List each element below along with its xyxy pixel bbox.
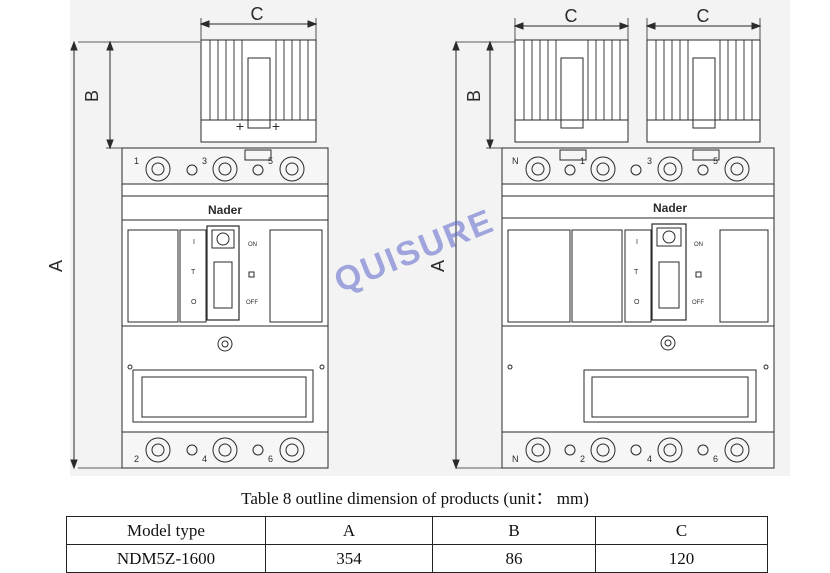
dimension-c-label-right-2: C bbox=[697, 6, 710, 26]
table-header-row: Model type A B C bbox=[66, 516, 768, 545]
table-caption: Table 8 outline dimension of products (u… bbox=[241, 489, 589, 508]
switch-i-label-right: I bbox=[636, 239, 638, 246]
dimension-table: Model type A B C NDM5Z-1600 354 86 120 bbox=[66, 516, 768, 573]
header-a: A bbox=[265, 516, 433, 545]
dimension-b-label: B bbox=[82, 90, 102, 102]
header-c: C bbox=[595, 516, 768, 545]
dimension-a-label-right: A bbox=[428, 260, 448, 272]
switch-o-label-right: O bbox=[634, 299, 640, 306]
table-row: NDM5Z-1600 354 86 120 bbox=[66, 544, 768, 573]
dimension-a-label: A bbox=[46, 260, 66, 272]
terminal-5-label-right: 5 bbox=[713, 156, 718, 166]
terminal-2-label-right: 2 bbox=[580, 454, 585, 464]
switch-on-label: ON bbox=[248, 242, 257, 248]
terminal-n-label-top: N bbox=[512, 156, 519, 166]
switch-i-label: I bbox=[193, 239, 195, 246]
brand-logo-right: Nader bbox=[653, 201, 687, 215]
breaker-3pole: A B C + + bbox=[46, 4, 329, 470]
svg-text:+: + bbox=[236, 118, 244, 134]
switch-t-label-right: T bbox=[634, 269, 639, 276]
dimension-c-label-right-1: C bbox=[565, 6, 578, 26]
brand-logo: Nader bbox=[208, 203, 242, 217]
dimension-b-label-right: B bbox=[464, 90, 484, 102]
terminal-4-label: 4 bbox=[202, 454, 207, 464]
breaker-4pole: A B C C bbox=[428, 6, 775, 470]
switch-off-label: OFF bbox=[246, 300, 258, 306]
terminal-n-label-bottom: N bbox=[512, 454, 519, 464]
switch-t-label: T bbox=[191, 269, 196, 276]
terminal-6-label: 6 bbox=[268, 454, 273, 464]
outline-drawing: A B C + + bbox=[46, 4, 775, 470]
terminal-1-label-right: 1 bbox=[580, 156, 585, 166]
terminal-5-label: 5 bbox=[268, 156, 273, 166]
switch-o-label: O bbox=[191, 299, 197, 306]
cell-a: 354 bbox=[265, 544, 433, 573]
svg-text:+: + bbox=[272, 118, 280, 134]
terminal-6-label-right: 6 bbox=[713, 454, 718, 464]
switch-on-label-right: ON bbox=[694, 242, 703, 248]
terminal-4-label-right: 4 bbox=[647, 454, 652, 464]
cell-b: 86 bbox=[432, 544, 596, 573]
terminal-3-label-right: 3 bbox=[647, 156, 652, 166]
terminal-1-label: 1 bbox=[134, 156, 139, 166]
header-b: B bbox=[432, 516, 596, 545]
terminal-3-label: 3 bbox=[202, 156, 207, 166]
switch-off-label-right: OFF bbox=[692, 300, 704, 306]
cell-c: 120 bbox=[595, 544, 768, 573]
terminal-2-label: 2 bbox=[134, 454, 139, 464]
header-model-type: Model type bbox=[66, 516, 266, 545]
cell-model: NDM5Z-1600 bbox=[66, 544, 266, 573]
dimension-c-label: C bbox=[251, 4, 264, 24]
